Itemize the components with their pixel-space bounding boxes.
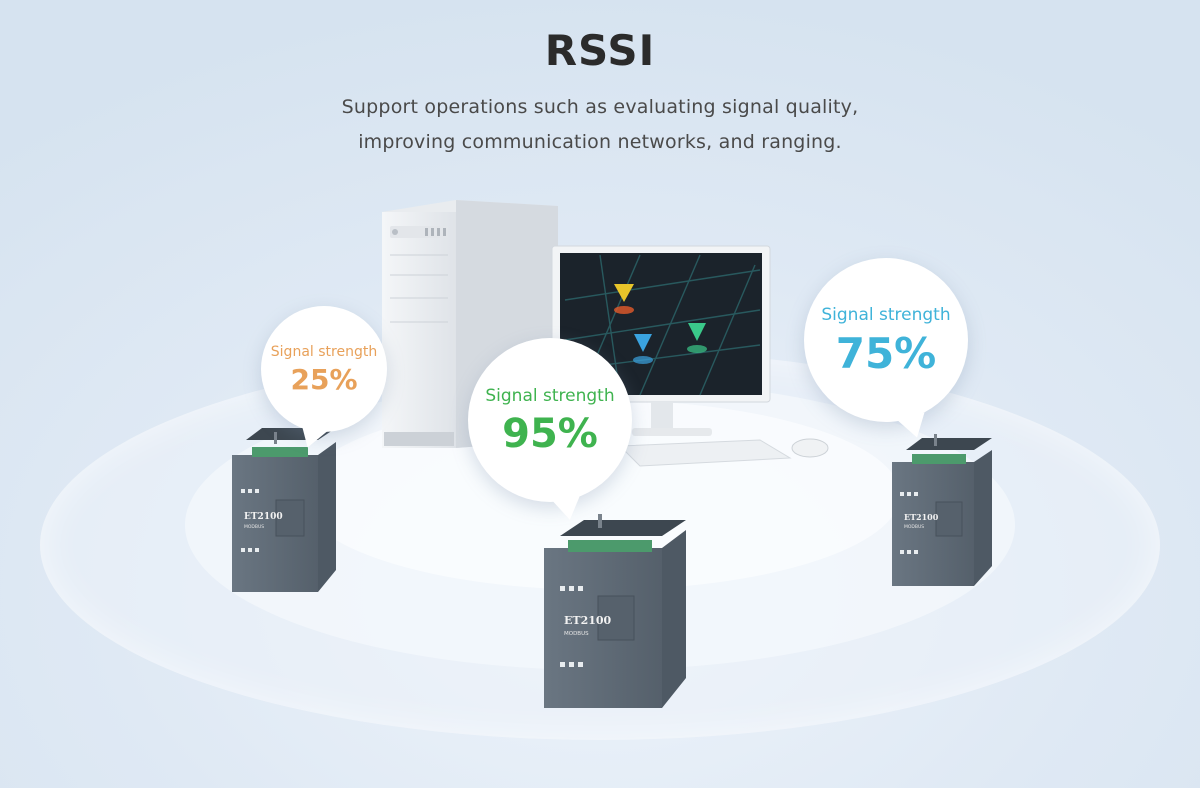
- map-pin-blue-icon: [633, 334, 653, 364]
- keyboard-icon: [618, 439, 792, 467]
- device-model-center: ET2100: [564, 614, 612, 627]
- device-model-right: ET2100: [904, 512, 939, 522]
- subtitle-line-2: improving communication networks, and ra…: [358, 131, 842, 153]
- page-title: RSSI: [544, 26, 656, 75]
- device-protocol-right: MODBUS: [904, 524, 924, 530]
- device-model-left: ET2100: [244, 512, 283, 522]
- signal-label: Signal strength: [821, 305, 951, 325]
- mouse-icon: [791, 438, 829, 458]
- map-pin-green-icon: [687, 323, 707, 353]
- signal-value: 95%: [502, 411, 598, 457]
- signal-bubble-25: Signal strength 25%: [261, 306, 387, 452]
- map-pin-yellow-icon: [614, 284, 634, 314]
- signal-value: 75%: [835, 329, 937, 378]
- signal-bubble-95: Signal strength 95%: [468, 338, 632, 523]
- signal-bubble-75: Signal strength 75%: [804, 258, 968, 442]
- device-protocol-left: MODBUS: [244, 524, 264, 530]
- io-module-left: ET2100 MODBUS: [232, 428, 336, 592]
- signal-label: Signal strength: [270, 344, 378, 360]
- io-module-center: ET2100 MODBUS: [544, 514, 686, 708]
- signal-label: Signal strength: [485, 386, 615, 406]
- device-protocol-center: MODBUS: [564, 631, 589, 637]
- signal-value: 25%: [290, 363, 358, 396]
- io-module-right: ET2100 MODBUS: [892, 434, 992, 586]
- subtitle-line-1: Support operations such as evaluating si…: [341, 96, 859, 118]
